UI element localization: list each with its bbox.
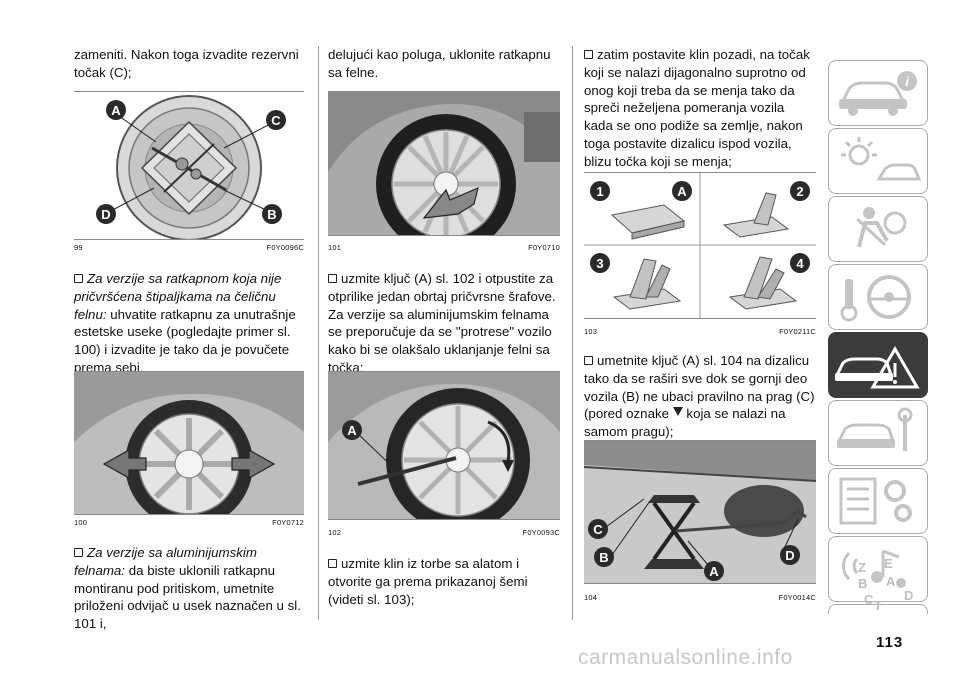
figure-99-code: F0Y0096C xyxy=(266,243,304,252)
tab-emergency[interactable] xyxy=(828,332,928,398)
tab-index[interactable] xyxy=(828,604,928,614)
index-letter: T xyxy=(874,598,882,613)
index-letter: Z xyxy=(858,560,866,575)
figure-103-code: F0Y0211C xyxy=(779,327,816,336)
figure-104-code: F0Y0014C xyxy=(778,593,816,602)
figure-99-illustration: A C D B xyxy=(96,95,286,239)
figure-99-label-a: A xyxy=(111,103,121,118)
figure-103-step-2: 2 xyxy=(796,184,803,199)
bullet-steel-rim-heading: Za verzije sa ratkapnom koja nije pričvr… xyxy=(74,271,282,322)
bullet-icon xyxy=(74,548,83,557)
figure-102-illustration: A xyxy=(328,372,560,519)
bullet-alloy-rim-text: da biste uklonili ratkapnu montiranu pod… xyxy=(74,562,301,632)
sill-mark-icon xyxy=(672,407,683,417)
figure-101-code: F0Y0710 xyxy=(528,243,560,252)
key-steering-wheel-icon xyxy=(840,275,911,322)
bullet-place-wedge: zatim postavite klin pozadi, na točak ko… xyxy=(584,46,816,171)
paragraph-remove-spare: zameniti. Nakon toga izvadite rezervni t… xyxy=(74,47,299,80)
page-number: 113 xyxy=(876,634,904,651)
figure-100-code: F0Y0712 xyxy=(272,518,304,527)
bullet-alloy-rim-hubcap: Za verzije sa aluminijumskim felnama: da… xyxy=(74,544,304,633)
car-maintenance-icon xyxy=(836,407,913,451)
figure-102-number: 102 xyxy=(328,528,342,537)
tab-multimedia[interactable] xyxy=(828,536,928,602)
figure-102: A xyxy=(328,371,560,520)
bullet-steel-rim-text: uhvatite ratkapnu za unutrašnje estetske… xyxy=(74,306,296,375)
tab-car-info[interactable]: i xyxy=(828,60,928,126)
watermark: carmanualsonline.info xyxy=(578,646,793,669)
figure-104-label-d: D xyxy=(785,548,794,563)
figure-104-number: 104 xyxy=(584,593,598,602)
figure-104-label-b: B xyxy=(599,550,608,565)
tab-dashboard-lights[interactable] xyxy=(828,128,928,194)
figure-102-code: F0Y0093C xyxy=(522,528,560,537)
svg-text:i: i xyxy=(905,74,909,89)
bullet-place-wedge-text: zatim postavite klin pozadi, na točak ko… xyxy=(584,47,810,169)
bullet-icon xyxy=(584,50,593,59)
bullet-insert-key-jack: umetnite ključ (A) sl. 104 na dizalicu t… xyxy=(584,352,816,441)
figure-102-label-a: A xyxy=(347,423,357,438)
bullet-icon xyxy=(328,274,337,283)
figure-99-label-d: D xyxy=(101,207,110,222)
airbag-safety-icon xyxy=(855,207,907,248)
index-letter: C xyxy=(864,592,874,607)
technical-data-icon xyxy=(839,477,912,525)
emergency-warning-icon xyxy=(834,346,920,389)
bullet-icon xyxy=(328,559,337,568)
tab-airbag-safety[interactable] xyxy=(828,196,928,262)
car-info-icon: i xyxy=(839,71,917,116)
figure-103-number: 103 xyxy=(584,327,598,336)
figure-103-illustration: 1 A 2 3 4 xyxy=(584,173,816,318)
figure-104-label-c: C xyxy=(593,522,603,537)
figure-104-label-a: A xyxy=(709,564,719,579)
figure-100 xyxy=(74,371,304,515)
bullet-alloy-rim-heading: Za verzije sa aluminijumskim felnama: xyxy=(74,545,257,578)
column-divider-2 xyxy=(572,46,573,620)
tab-key-steering[interactable] xyxy=(828,264,928,330)
bullet-steel-rim-hubcap: Za verzije sa ratkapnom koja nije pričvr… xyxy=(74,270,304,377)
bullet-icon xyxy=(74,274,83,283)
index-letter: E xyxy=(884,556,893,571)
figure-104-illustration: C B A D xyxy=(584,441,816,583)
figure-104: C B A D xyxy=(584,440,816,584)
figure-103-step-4: 4 xyxy=(796,256,804,271)
column-divider-1 xyxy=(318,46,319,620)
figure-103-step-3: 3 xyxy=(596,256,603,271)
tab-technical-data[interactable] xyxy=(828,468,928,534)
tab-car-maintenance[interactable] xyxy=(828,400,928,466)
dashboard-lights-icon xyxy=(841,137,922,181)
index-letter: B xyxy=(858,576,867,591)
index-letters-icon: Z E B A C T D xyxy=(828,552,928,618)
figure-101 xyxy=(328,91,560,236)
figure-100-number: 100 xyxy=(74,518,88,527)
bullet-insert-key-text-2: koja se nalazi na samom pragu); xyxy=(584,406,786,440)
figure-99-label-c: C xyxy=(271,113,281,128)
figure-103-label-a: A xyxy=(677,184,687,199)
multimedia-icon xyxy=(842,549,906,588)
bullet-icon xyxy=(584,356,593,365)
figure-101-number: 101 xyxy=(328,243,342,252)
index-letter: A xyxy=(886,574,896,589)
figure-99-label-b: B xyxy=(267,207,276,222)
index-letter: D xyxy=(904,588,913,603)
figure-103-step-1: 1 xyxy=(596,184,603,199)
bullet-insert-key-text-1: umetnite ključ (A) sl. 104 na dizalicu t… xyxy=(584,353,815,422)
figure-99-number: 99 xyxy=(74,243,83,252)
bullet-loosen-bolts-text: uzmite ključ (A) sl. 102 i otpustite za … xyxy=(328,271,556,375)
figure-99: A C D B xyxy=(74,91,304,240)
figure-101-illustration xyxy=(328,92,560,235)
bullet-loosen-bolts: uzmite ključ (A) sl. 102 i otpustite za … xyxy=(328,270,560,377)
bullet-take-wedge-text: uzmite klin iz torbe sa alatom i otvorit… xyxy=(328,556,528,607)
bullet-take-wedge: uzmite klin iz torbe sa alatom i otvorit… xyxy=(328,555,560,608)
figure-103: 1 A 2 3 4 xyxy=(584,172,816,319)
figure-100-illustration xyxy=(74,372,304,514)
paragraph-lever-hubcap: delujući kao poluga, uklonite ratkapnu s… xyxy=(328,47,551,80)
